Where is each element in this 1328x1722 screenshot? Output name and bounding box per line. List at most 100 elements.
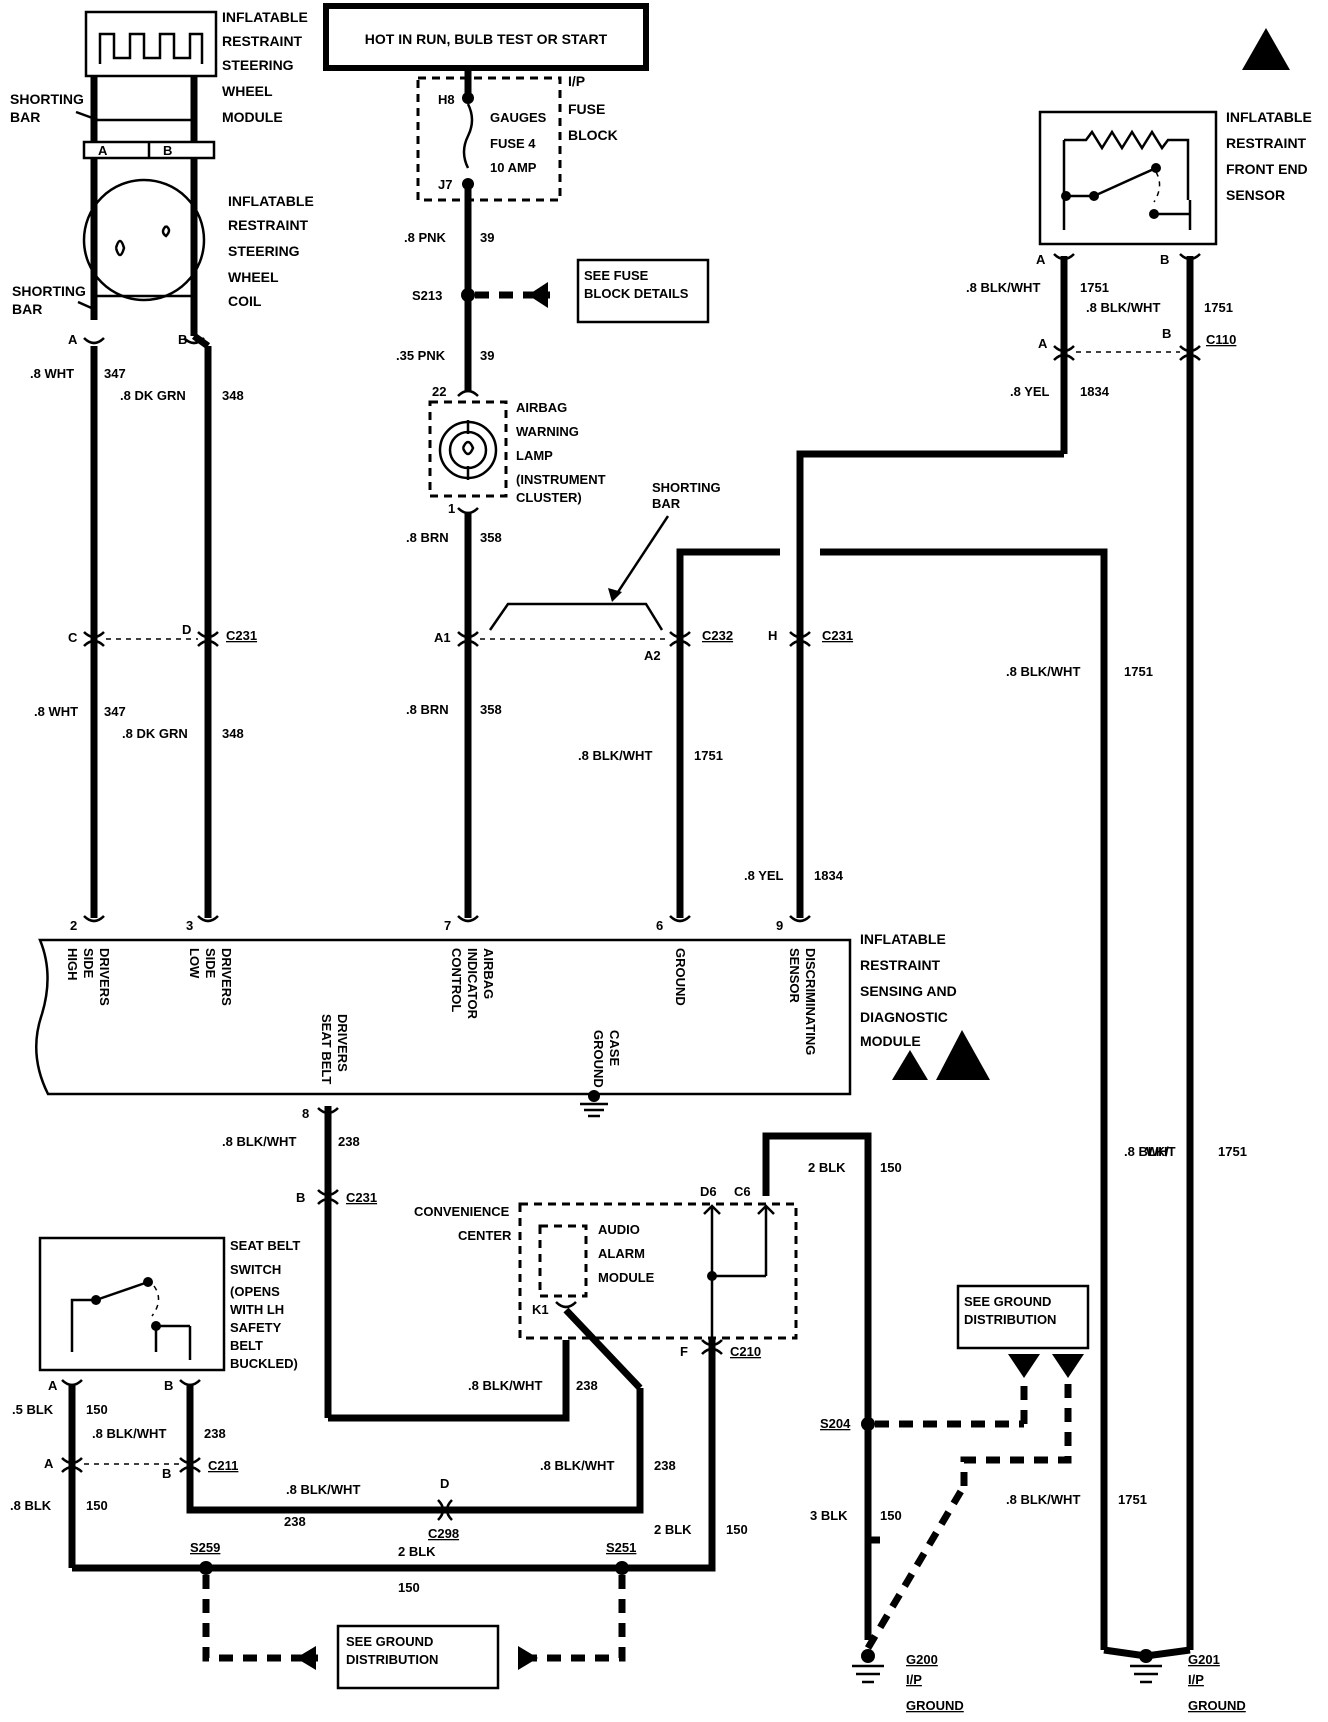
wire-358a-color: .8 BRN xyxy=(406,530,449,545)
ground-dist-ref-bottom xyxy=(336,1624,500,1690)
wire-150d-color: 2 BLK xyxy=(654,1522,692,1537)
lamp-title-3: LAMP xyxy=(516,448,553,463)
sdm-label-airbag-3: CONTROL xyxy=(449,948,464,1012)
sensor-pin-b: B xyxy=(1160,252,1169,267)
fuse-rating: 10 AMP xyxy=(490,160,537,175)
wire-238b-number: 238 xyxy=(654,1458,676,1473)
wire-1751-a-color: .8 BLK/WHT xyxy=(966,280,1040,295)
wire-1751-mid-number: 1751 xyxy=(1124,664,1153,679)
connector-c211: A B C211 xyxy=(44,1456,238,1481)
sdm-title-1: INFLATABLE xyxy=(860,931,946,947)
module-title-4: WHEEL xyxy=(222,83,273,99)
ground-ref-bottom-1: SEE GROUND xyxy=(346,1634,433,1649)
c298-name: C298 xyxy=(428,1526,459,1541)
sdm-pin-6: 6 xyxy=(656,918,663,933)
wire-150c-color: 2 BLK xyxy=(398,1544,436,1559)
wire-238c-number: 238 xyxy=(284,1514,306,1529)
wire-39-number: 39 xyxy=(480,230,494,245)
fuse-name: GAUGES xyxy=(490,110,547,125)
lamp-title-2: WARNING xyxy=(516,424,579,439)
c232-pin-a2: A2 xyxy=(644,648,661,663)
steering-wheel-module: INFLATABLE RESTRAINT STEERING WHEEL MODU… xyxy=(10,9,308,160)
fuse-details-ref xyxy=(576,258,710,324)
shorting-bar-top-2: BAR xyxy=(10,109,40,125)
c110-name: C110 xyxy=(1206,332,1236,347)
sdm-label-case-1: CASE xyxy=(607,1030,622,1066)
ground-ref-right-1: SEE GROUND xyxy=(964,1294,1051,1309)
module-title-5: MODULE xyxy=(222,109,283,125)
splice-s251 xyxy=(615,1561,629,1575)
wire-1751-low-color: .8 BLK/WHT xyxy=(1006,1492,1080,1507)
wire-238-k1-color: .8 BLK/WHT xyxy=(468,1378,542,1393)
wire-347-bot-color: .8 WHT xyxy=(34,704,78,719)
c231-pin-h: H xyxy=(768,628,777,643)
c211-pin-a: A xyxy=(44,1456,54,1471)
wire-150b-color: .8 BLK xyxy=(10,1498,52,1513)
sensor-title-4: SENSOR xyxy=(1226,187,1285,203)
sdm-label-low-1: DRIVERS xyxy=(219,948,234,1006)
wire-1751-right-color2: WHT xyxy=(1146,1144,1176,1159)
c110-pin-a: A xyxy=(1038,336,1048,351)
wire-238-k1 xyxy=(328,1340,570,1422)
sdm-label-disc-2: SENSOR xyxy=(787,948,802,1004)
connector-c232: A1 A2 C232 SHORTING BAR xyxy=(434,480,733,663)
seat-belt-switch: SEAT BELT SWITCH (OPENS WITH LH SAFETY B… xyxy=(38,1236,300,1393)
c110-pin-b: B xyxy=(1162,326,1171,341)
c232-shorting-bar-1: SHORTING xyxy=(652,480,721,495)
wire-1751-sdm xyxy=(676,548,780,918)
airbag-warning-lamp: 22 1 AIRBAG WARNING LAMP (INSTRUMENT CLU… xyxy=(428,384,606,516)
g201-line2: I/P xyxy=(1188,1672,1204,1687)
wire-238d-number: 238 xyxy=(204,1426,226,1441)
splice-s204-label: S204 xyxy=(820,1416,851,1431)
ground-ref-right-2: DISTRIBUTION xyxy=(964,1312,1056,1327)
wire-150-c6-color: 2 BLK xyxy=(808,1160,846,1175)
coil-title-3: STEERING xyxy=(228,243,300,259)
sdm-label-airbag-1: AIRBAG xyxy=(481,948,496,999)
front-end-sensor: INFLATABLE RESTRAINT FRONT END SENSOR A … xyxy=(1036,109,1312,267)
shorting-bar-coil-2: BAR xyxy=(12,301,42,317)
sdm-label-high-2: SIDE xyxy=(81,948,96,979)
ground-g201: G201 I/P GROUND xyxy=(1130,1649,1246,1713)
sdm-label-case-2: GROUND xyxy=(591,1030,606,1088)
c298-pin: D xyxy=(440,1476,449,1491)
c211-pin-b: B xyxy=(162,1466,171,1481)
belt-title-4: WITH LH xyxy=(230,1302,284,1317)
connector-c110: A B C110 xyxy=(1038,326,1236,361)
fuse-pin-h8: H8 xyxy=(438,92,455,107)
wire-150c-number: 150 xyxy=(398,1580,420,1595)
lamp-title-4: (INSTRUMENT xyxy=(516,472,606,487)
sdm-pin-8: 8 xyxy=(302,1106,309,1121)
sdm-label-high-3: HIGH xyxy=(65,948,80,981)
lamp-title-5: CLUSTER) xyxy=(516,490,582,505)
g201-line3: GROUND xyxy=(1188,1698,1246,1713)
sensing-diagnostic-module: 2 3 7 6 9 DRIVERS SIDE HIGH DRIVERS SIDE… xyxy=(34,915,957,1121)
belt-title-3: (OPENS xyxy=(230,1284,280,1299)
sdm-pin-2: 2 xyxy=(70,918,77,933)
convenience-title-2: CENTER xyxy=(458,1228,512,1243)
belt-title-7: BUCKLED) xyxy=(230,1356,298,1371)
c231-left-name: C231 xyxy=(226,628,257,643)
c231-right-name: C231 xyxy=(822,628,853,643)
module-pin-a: A xyxy=(98,143,108,158)
wire-39b-number: 39 xyxy=(480,348,494,363)
wire-1751-mid-color: .8 BLK/WHT xyxy=(1006,664,1080,679)
wire-1751-b-color: .8 BLK/WHT xyxy=(1086,300,1160,315)
ground-ref-bottom-2: DISTRIBUTION xyxy=(346,1652,438,1667)
wire-238b-color: .8 BLK/WHT xyxy=(540,1458,614,1473)
wire-150-c6 xyxy=(762,1132,872,1640)
lamp-title-1: AIRBAG xyxy=(516,400,567,415)
wire-1751-right-number: 1751 xyxy=(1218,1144,1247,1159)
splice-s213-label: S213 xyxy=(412,288,442,303)
wire-238d-color: .8 BLK/WHT xyxy=(92,1426,166,1441)
sensor-title-1: INFLATABLE xyxy=(1226,109,1312,125)
wire-358a-number: 358 xyxy=(480,530,502,545)
wire-1834-top-color: .8 YEL xyxy=(1010,384,1050,399)
wire-150e-number: 150 xyxy=(880,1508,902,1523)
belt-pin-b: B xyxy=(164,1378,173,1393)
connector-c231-left: C D C231 xyxy=(68,622,257,647)
coil-pin-a: A xyxy=(68,332,78,347)
alarm-module-title-1: AUDIO xyxy=(598,1222,640,1237)
wire-1751-right-color: .8 BLK/ xyxy=(1124,1144,1169,1159)
module-title-2: RESTRAINT xyxy=(222,33,303,49)
shorting-bar-coil-1: SHORTING xyxy=(12,283,86,299)
